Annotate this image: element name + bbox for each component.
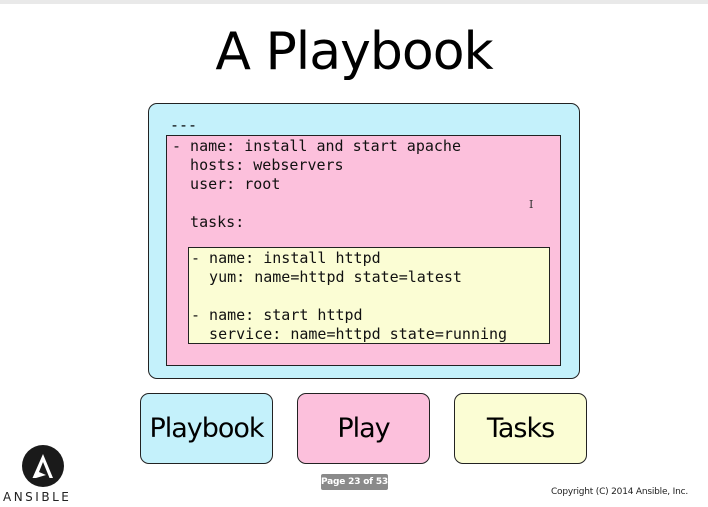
play-box: - name: install and start apache hosts: … bbox=[166, 135, 561, 366]
playbook-box: --- - name: install and start apache hos… bbox=[148, 103, 580, 379]
slide-title: A Playbook bbox=[215, 22, 493, 82]
page-indicator: Page 23 of 53 bbox=[321, 474, 388, 490]
ansible-logo-icon bbox=[22, 445, 64, 487]
copyright-text: Copyright (C) 2014 Ansible, Inc. bbox=[550, 487, 688, 497]
ansible-logo-text: ANSIBLE bbox=[3, 490, 72, 504]
tasks-box: - name: install httpd yum: name=httpd st… bbox=[188, 247, 550, 344]
yaml-document-start: --- bbox=[170, 116, 198, 134]
legend-playbook: Playbook bbox=[140, 393, 273, 464]
top-bar bbox=[0, 0, 708, 4]
legend-tasks: Tasks bbox=[454, 393, 587, 464]
text-cursor-icon: I bbox=[529, 198, 534, 211]
play-code: - name: install and start apache hosts: … bbox=[172, 137, 461, 231]
tasks-code: - name: install httpd yum: name=httpd st… bbox=[191, 249, 508, 343]
legend-play: Play bbox=[297, 393, 430, 464]
